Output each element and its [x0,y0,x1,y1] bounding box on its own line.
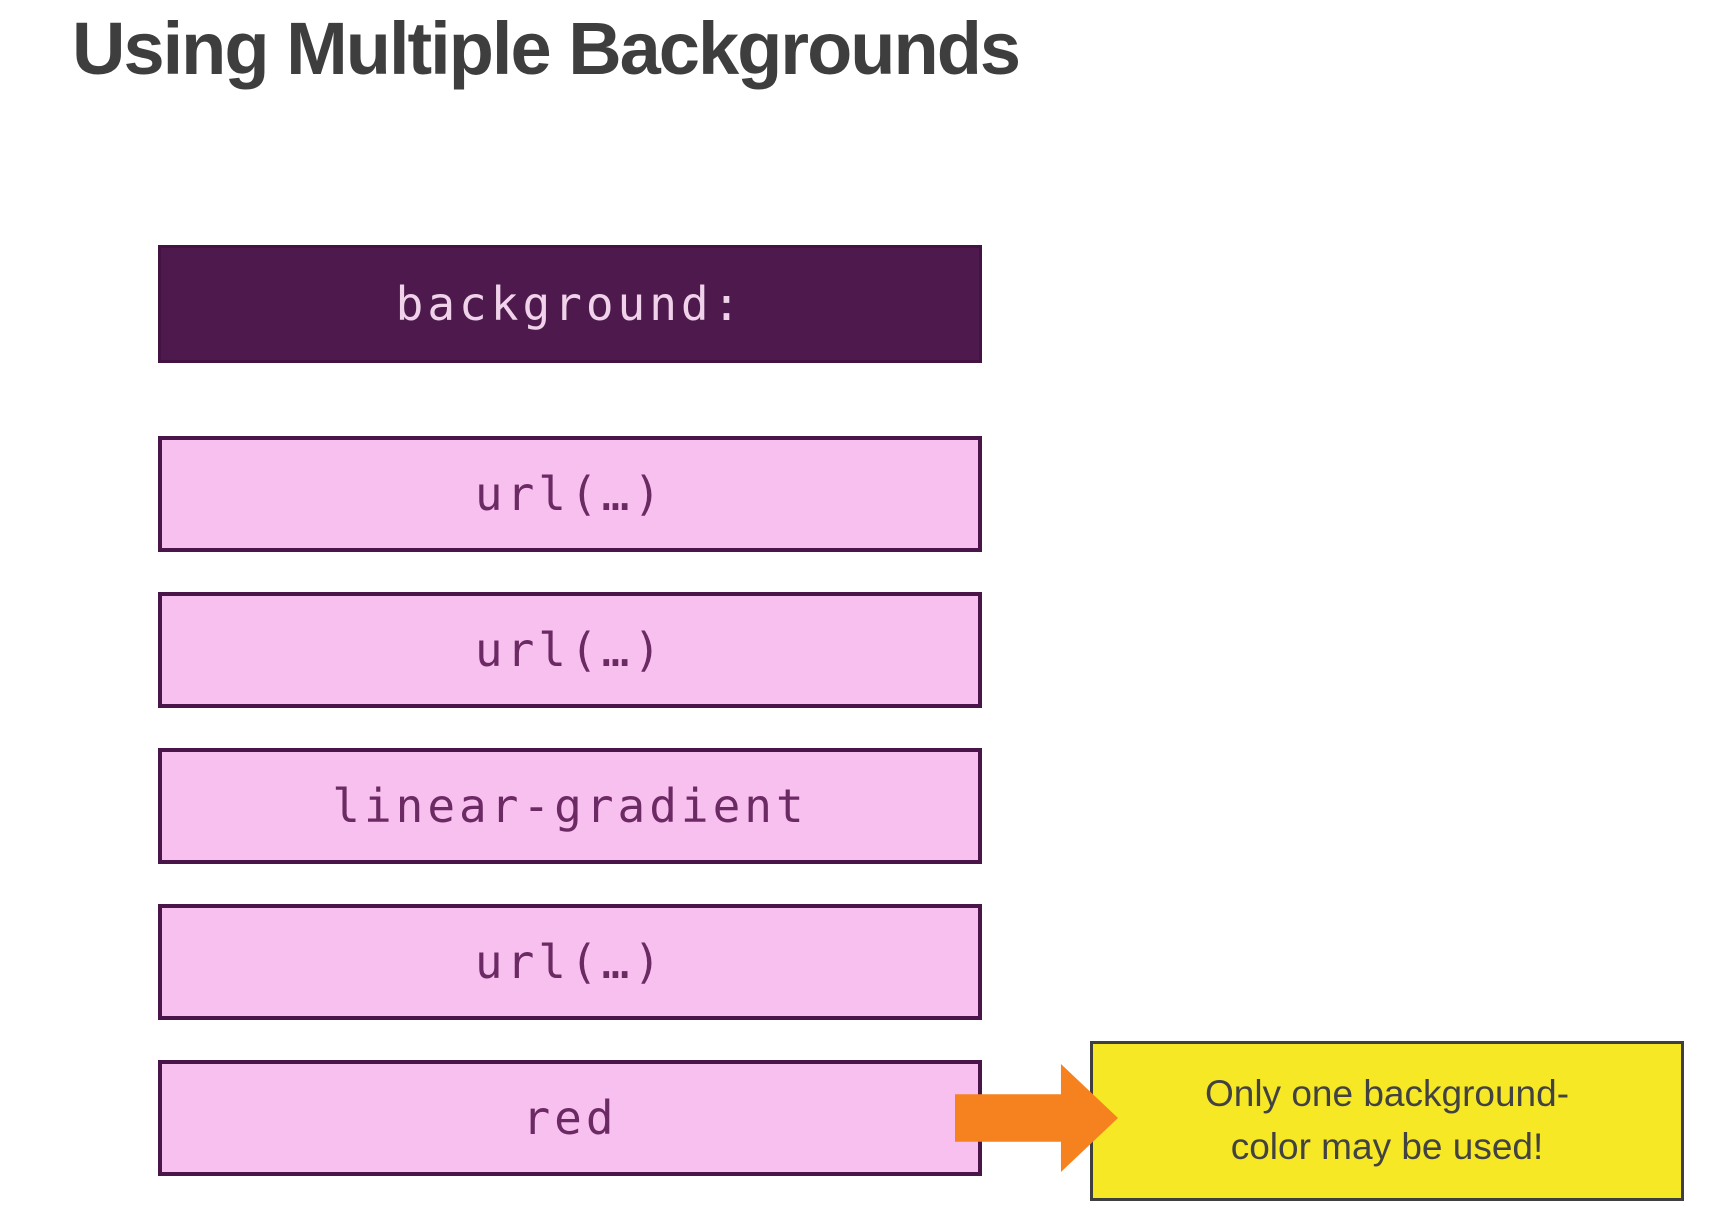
css-value-box-red: red [158,1060,982,1176]
css-value-box-url-2: url(…) [158,592,982,708]
callout-line-2: color may be used! [1230,1126,1544,1167]
css-value-box-url-1: url(…) [158,436,982,552]
css-value-label: url(…) [474,623,666,677]
css-value-box-url-3: url(…) [158,904,982,1020]
css-value-label: linear-gradient [332,779,808,833]
callout-line-1: Only one background- [1204,1073,1570,1115]
css-value-box-linear-gradient: linear-gradient [158,748,982,864]
css-property-box: background: [158,245,982,363]
css-value-label: url(…) [474,935,666,989]
page-title: Using Multiple Backgrounds [72,7,1021,90]
css-value-label: red [522,1091,618,1145]
css-property-label: background: [395,277,745,331]
css-value-label: url(…) [474,467,666,521]
callout-note: Only one background- color may be used! [1090,1041,1684,1201]
